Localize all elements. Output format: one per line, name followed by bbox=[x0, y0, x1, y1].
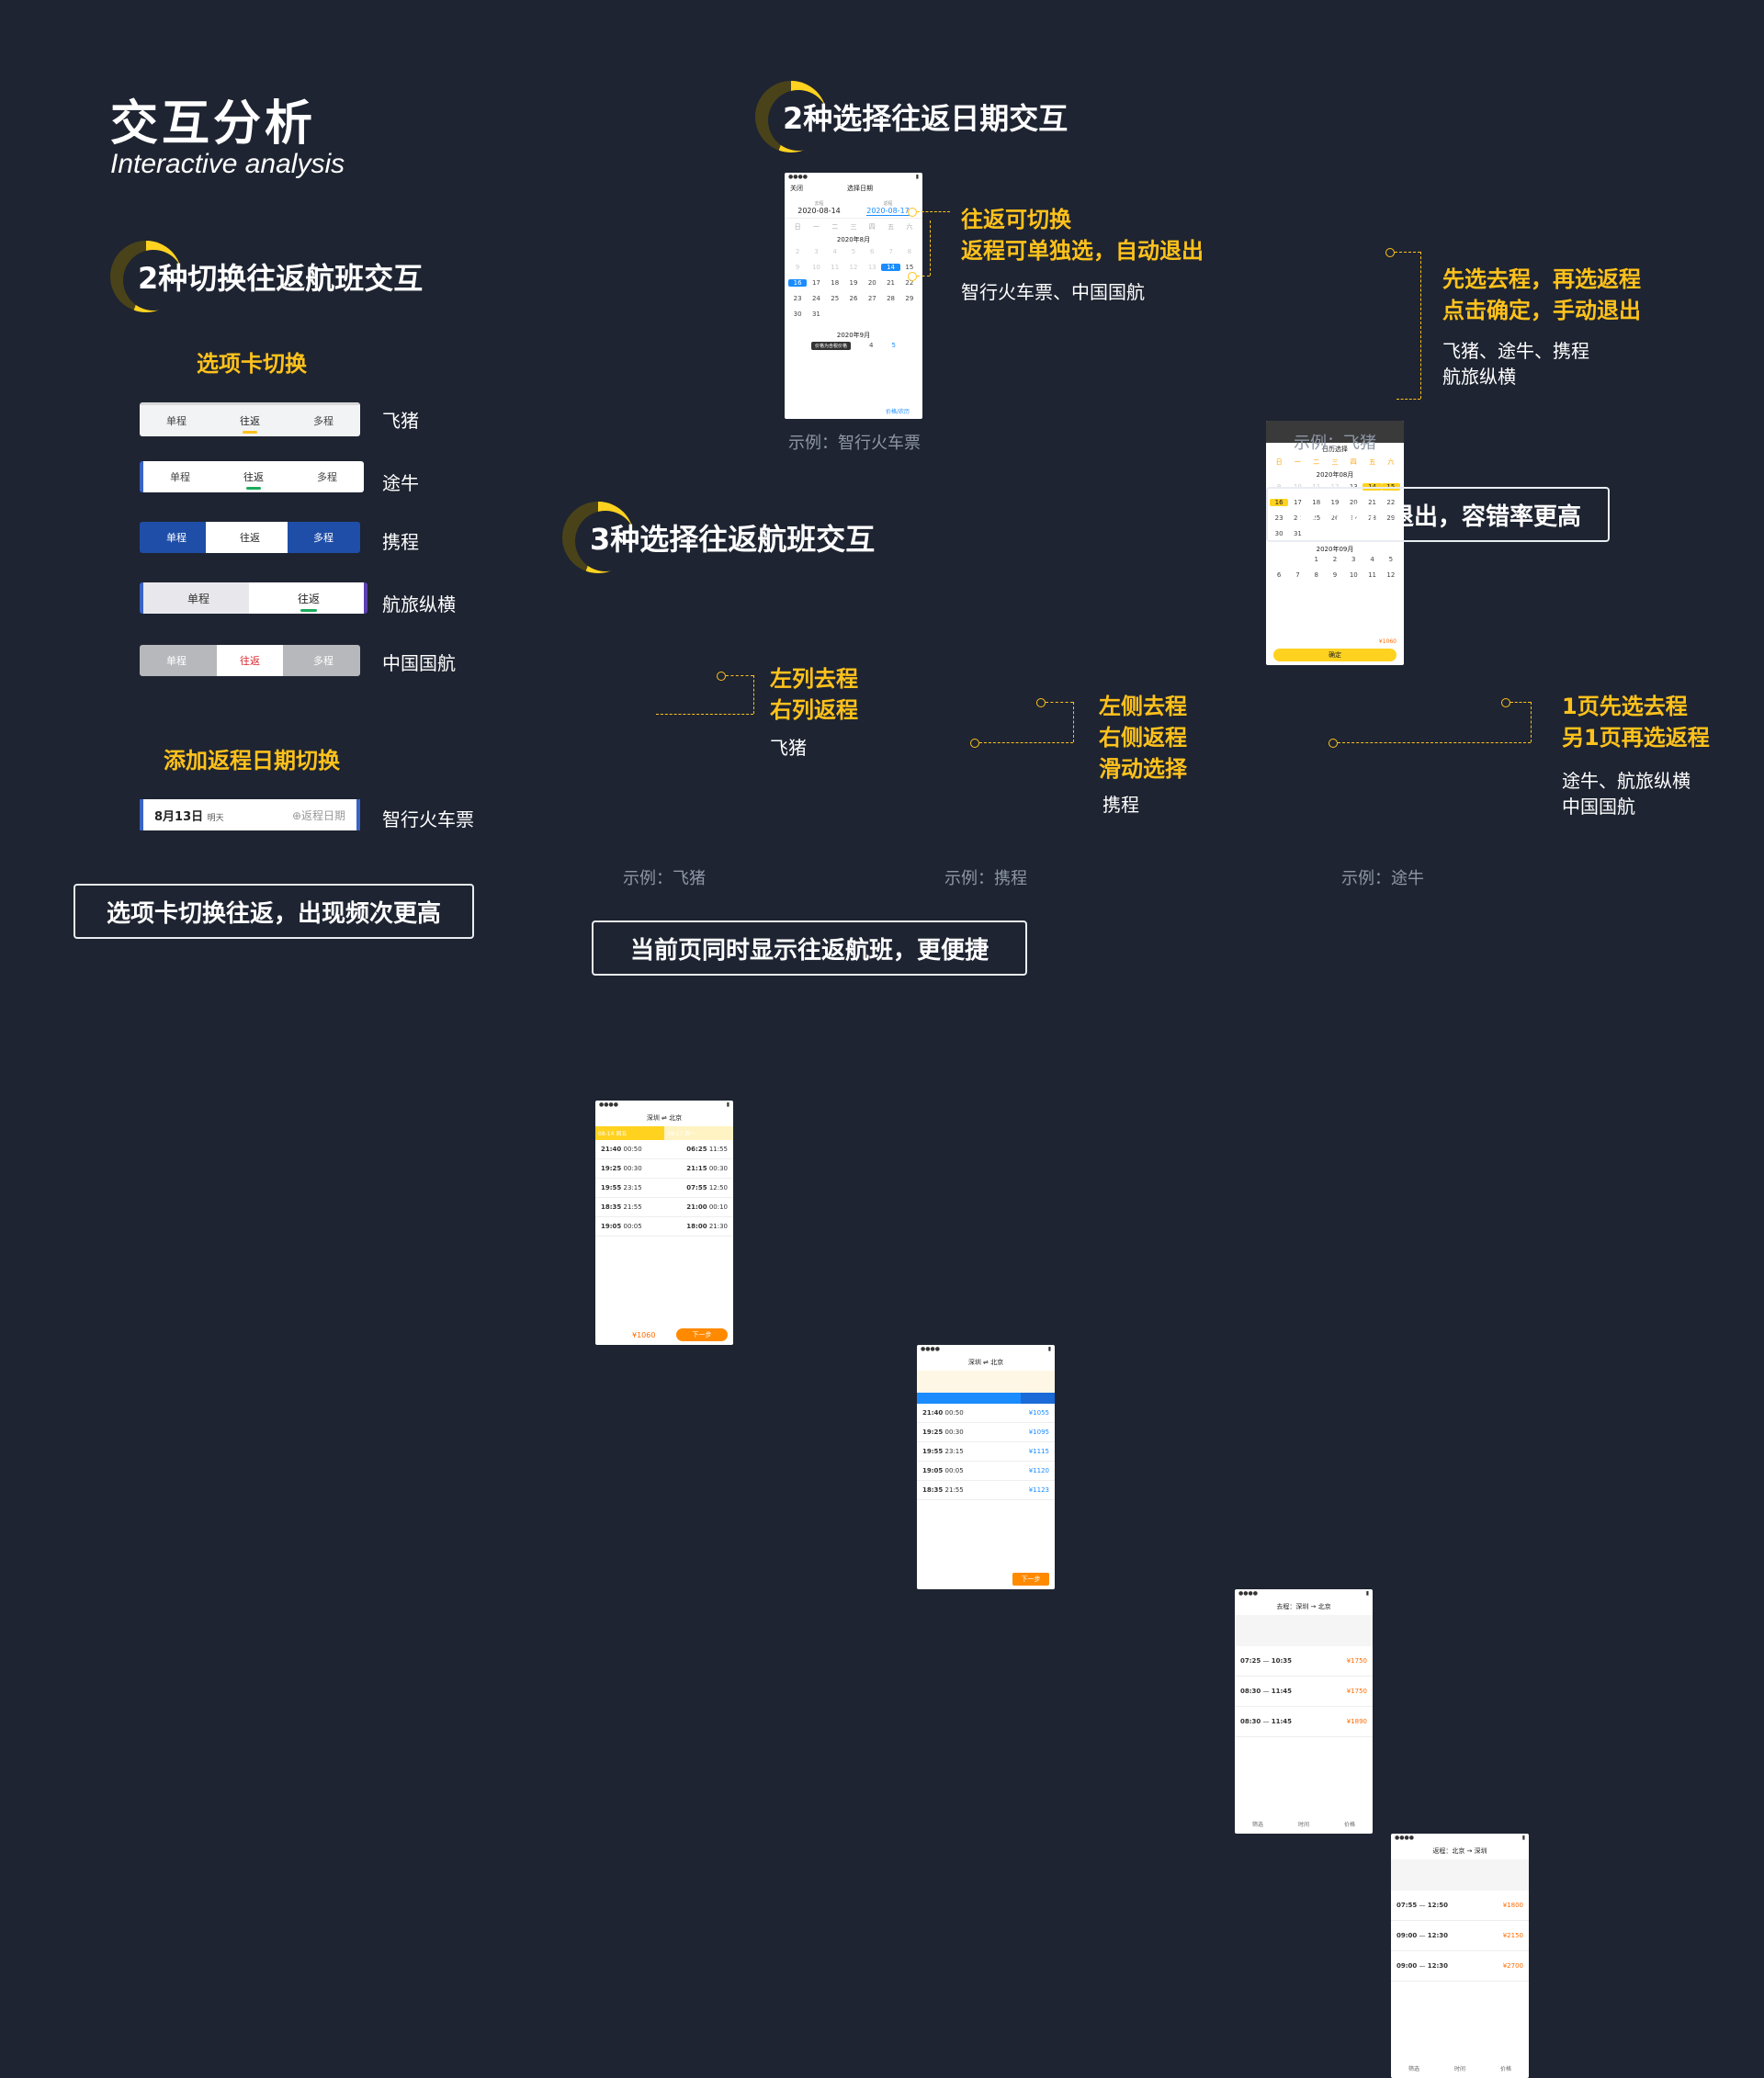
tab-bar-ctrip: 单程 往返 多程 bbox=[140, 522, 360, 553]
note-flight-2: 左侧去程 右侧返程 滑动选择 bbox=[1099, 694, 1187, 782]
section-heading-date: 2种选择往返日期交互 bbox=[755, 81, 1068, 152]
depart-date: 8月13日 明天 bbox=[154, 809, 224, 824]
page-subtitle: Interactive analysis bbox=[110, 149, 345, 179]
note-flight-1: 左列去程 右列返程 bbox=[770, 666, 858, 723]
note-date-2: 先选去程，再选返程 点击确定，手动退出 bbox=[1442, 266, 1641, 323]
caption: 示例：携程 bbox=[944, 869, 1027, 888]
next-button[interactable]: 下一步 bbox=[676, 1328, 728, 1341]
ring-icon bbox=[562, 502, 636, 573]
app-label: 飞猪 bbox=[382, 410, 419, 432]
caption: 示例：智行火车票 bbox=[788, 434, 921, 453]
phone-tuniu-depart: ●●●●▮ 去程：深圳 → 北京 07:25 — 10:35¥1750 08:3… bbox=[1235, 1589, 1373, 1834]
note-date-1: 往返可切换 返程可单独选，自动退出 bbox=[961, 207, 1204, 264]
flight-list[interactable]: 07:55 — 12:50¥1800 09:00 — 12:30¥2150 09… bbox=[1391, 1891, 1529, 1982]
caption: 示例：途牛 bbox=[1341, 869, 1424, 888]
apps-flight-2: 携程 bbox=[1102, 794, 1139, 816]
ring-icon bbox=[755, 81, 829, 152]
tab-bar-hanglv: 单程 往返 bbox=[140, 582, 368, 614]
confirm-button[interactable]: 确定 bbox=[1273, 649, 1396, 661]
return-date-bar: 8月13日 明天 ⊕返程日期 bbox=[140, 799, 360, 830]
return-date-tab[interactable]: 08-17 周一 bbox=[664, 1126, 733, 1140]
conclusion-box: 当前页同时显示往返航班，更便捷 bbox=[592, 920, 1027, 976]
return-date-button[interactable]: ⊕返程日期 bbox=[291, 808, 345, 822]
next-button[interactable]: 下一步 bbox=[1012, 1573, 1049, 1586]
ring-icon bbox=[110, 241, 184, 312]
conclusion-box: 点击确定退出，容错率更高 bbox=[1266, 487, 1610, 542]
toast: 价格为含税价格 bbox=[811, 342, 852, 350]
conclusion-box: 选项卡切换往返，出现频次更高 bbox=[74, 884, 474, 939]
section-heading-tabs: 2种切换往返航班交互 bbox=[110, 241, 423, 312]
app-label: 途牛 bbox=[382, 472, 419, 494]
tab-bar-feizhu: 单程 往返 多程 bbox=[140, 402, 360, 436]
apps-date-2: 飞猪、途牛、携程 航旅纵横 bbox=[1442, 340, 1589, 388]
depart-date-tab[interactable]: 08-14 周五 bbox=[595, 1126, 664, 1140]
app-label: 智行火车票 bbox=[382, 808, 474, 830]
app-label: 航旅纵横 bbox=[382, 593, 456, 615]
phone-ctrip-flights: ●●●●▮ 深圳 ⇌ 北京 21:40 00:50¥1055 19:25 00:… bbox=[917, 1345, 1055, 1589]
caption: 示例：飞猪 bbox=[623, 869, 706, 888]
phone-tuniu-return: ●●●●▮ 返程：北京 → 深圳 07:55 — 12:50¥1800 09:0… bbox=[1391, 1834, 1529, 2078]
add-return-label: 添加返程日期切换 bbox=[164, 748, 340, 774]
caption: 示例：飞猪 bbox=[1294, 434, 1376, 453]
apps-flight-1: 飞猪 bbox=[770, 737, 807, 759]
weekday-row: 日一二三四五六 bbox=[794, 223, 913, 231]
app-label: 中国国航 bbox=[382, 652, 456, 674]
page-title: 交互分析 bbox=[110, 96, 317, 152]
close-button[interactable]: 关闭 bbox=[790, 185, 803, 192]
tab-switch-label: 选项卡切换 bbox=[197, 351, 307, 377]
tab-bar-tuniu: 单程 往返 多程 bbox=[140, 461, 364, 492]
tab-bar-airchina: 单程 往返 多程 bbox=[140, 645, 360, 676]
note-flight-3: 1页先选去程 另1页再选返程 bbox=[1562, 694, 1710, 751]
flight-list[interactable]: 07:25 — 10:35¥1750 08:30 — 11:45¥1750 08… bbox=[1235, 1646, 1373, 1737]
apps-date-1: 智行火车票、中国国航 bbox=[961, 281, 1145, 303]
section-heading-flight: 3种选择往返航班交互 bbox=[562, 502, 875, 573]
phone-title: 选择日期 bbox=[847, 185, 873, 192]
apps-flight-3: 途牛、航旅纵横 中国国航 bbox=[1562, 770, 1690, 818]
phone-feizhu-flights: ●●●●▮ 深圳 ⇌ 北京 08-14 周五 08-17 周一 21:40 00… bbox=[595, 1101, 733, 1345]
app-label: 携程 bbox=[382, 531, 419, 553]
flight-list[interactable]: 21:40 00:50¥1055 19:25 00:30¥1095 19:55 … bbox=[917, 1404, 1055, 1500]
